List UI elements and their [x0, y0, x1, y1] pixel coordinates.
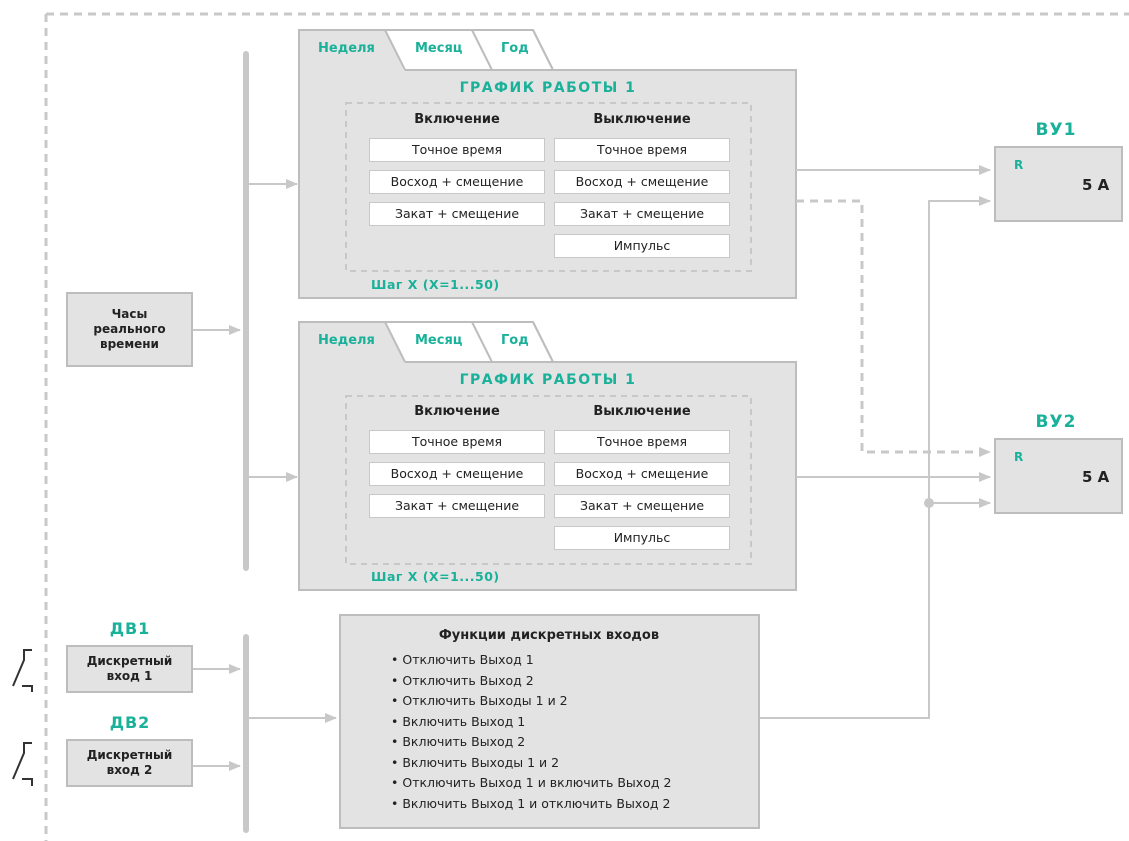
schedule-1-off-item: Закат + смещение: [554, 202, 730, 226]
input-2-line: Дискретный: [86, 748, 173, 762]
input-1-line: Дискретный: [86, 654, 173, 668]
clock-line: времени: [100, 337, 159, 351]
schedule-2-step: Шаг X (X=1...50): [371, 569, 500, 584]
schedule-1-step: Шаг X (X=1...50): [371, 277, 500, 292]
switch-1-symbol: [12, 649, 33, 692]
output-2-relay-block: [994, 438, 1123, 514]
schedule-1-off-item: Точное время: [554, 138, 730, 162]
functions-title: Функции дискретных входов: [438, 628, 660, 643]
tab-month-1[interactable]: Месяц: [415, 41, 463, 56]
outer-dashed-frame: [44, 12, 1129, 841]
input-1-block: Дискретный вход 1: [66, 645, 193, 693]
schedule-2-on-header: Включение: [414, 404, 500, 419]
schedule-1-title: ГРАФИК РАБОТЫ 1: [459, 80, 637, 96]
output-2-label: ВУ2: [1035, 412, 1077, 432]
schedule-1-on-header: Включение: [414, 112, 500, 127]
schedule-2-on-item: Восход + смещение: [369, 462, 545, 486]
schedule-2-title: ГРАФИК РАБОТЫ 1: [459, 372, 637, 388]
input-2-label: ДВ2: [109, 713, 151, 732]
schedule-2-off-item: Восход + смещение: [554, 462, 730, 486]
tab-month-2[interactable]: Месяц: [415, 333, 463, 348]
schedule-1-frame: [298, 29, 797, 299]
tab-year-2[interactable]: Год: [501, 333, 529, 348]
input-2-line: вход 2: [106, 763, 153, 777]
functions-list: Отключить Выход 1 Отключить Выход 2 Откл…: [391, 650, 671, 814]
output-2-rating: 5 A: [1082, 468, 1110, 486]
clock-line: Часы: [111, 307, 148, 321]
function-item: Включить Выходы 1 и 2: [391, 753, 671, 774]
schedule-2-on-item: Закат + смещение: [369, 494, 545, 518]
line-functions-to-outputs: [760, 196, 991, 719]
output-1-relay-block: [994, 146, 1123, 222]
function-item: Включить Выход 1: [391, 712, 671, 733]
schedule-1-off-item: Восход + смещение: [554, 170, 730, 194]
schedule-2-off-item: Импульс: [554, 526, 730, 550]
schedule-2-frame: [298, 321, 797, 591]
input-2-block: Дискретный вход 2: [66, 739, 193, 787]
function-item: Отключить Выход 2: [391, 671, 671, 692]
schedule-2-off-item: Точное время: [554, 430, 730, 454]
function-item: Включить Выход 2: [391, 732, 671, 753]
clock-line: реального: [93, 322, 166, 336]
schedule-2-off-header: Выключение: [593, 404, 691, 419]
tab-week-2[interactable]: Неделя: [318, 333, 375, 348]
real-time-clock-block: Часы реального времени: [66, 292, 193, 367]
input-1-line: вход 1: [106, 669, 153, 683]
schedule-1-on-item: Восход + смещение: [369, 170, 545, 194]
dashed-schedule-1-to-out-2: [796, 199, 991, 457]
function-item: Включить Выход 1 и отключить Выход 2: [391, 794, 671, 815]
schedule-2-on-item: Точное время: [369, 430, 545, 454]
output-1-rating: 5 A: [1082, 176, 1110, 194]
function-item: Отключить Выход 1: [391, 650, 671, 671]
schedule-1-on-item: Точное время: [369, 138, 545, 162]
output-1-label: ВУ1: [1035, 120, 1077, 140]
input-1-label: ДВ1: [109, 619, 151, 638]
schedule-1-off-item: Импульс: [554, 234, 730, 258]
function-item: Отключить Выходы 1 и 2: [391, 691, 671, 712]
tab-week-1[interactable]: Неделя: [318, 41, 375, 56]
schedule-2-off-item: Закат + смещение: [554, 494, 730, 518]
schedule-1-on-item: Закат + смещение: [369, 202, 545, 226]
output-1-r-label: R: [1014, 158, 1024, 172]
junction-dot: [924, 498, 934, 508]
function-item: Отключить Выход 1 и включить Выход 2: [391, 773, 671, 794]
output-2-r-label: R: [1014, 450, 1024, 464]
schedule-1-off-header: Выключение: [593, 112, 691, 127]
tab-year-1[interactable]: Год: [501, 41, 529, 56]
switch-2-symbol: [12, 742, 33, 786]
